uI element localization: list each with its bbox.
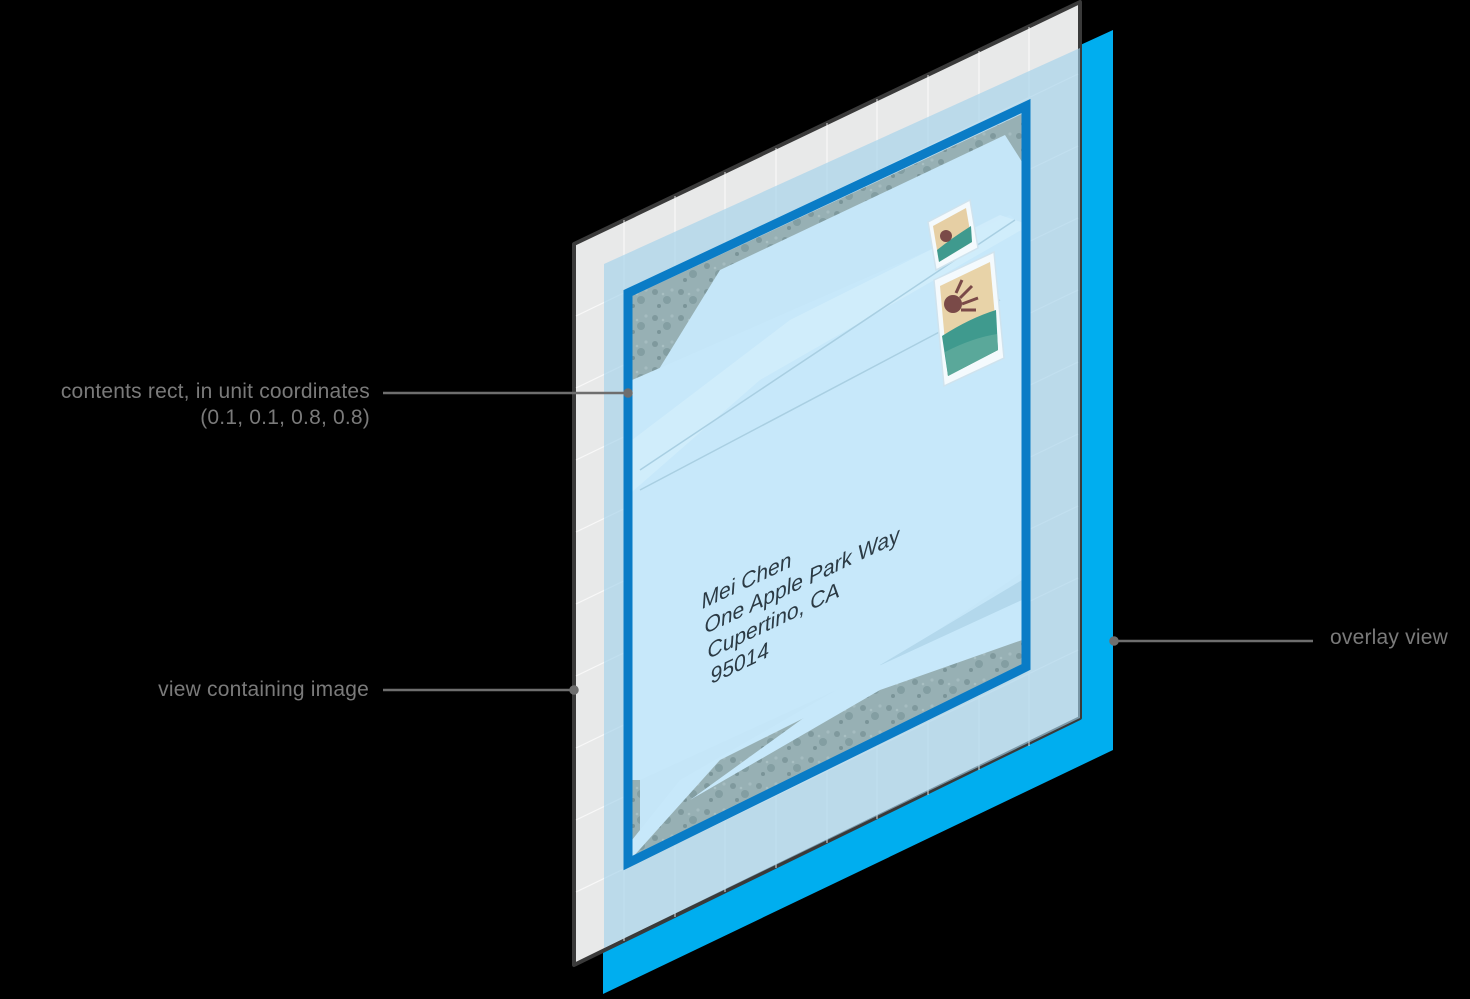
contents-image (632, 114, 1022, 858)
stamp-icon (927, 198, 979, 272)
contents-rect-label: contents rect, in unit coordinates (0.1,… (61, 379, 370, 431)
contents-rect-outline (623, 98, 1031, 871)
leader-lines (383, 388, 1313, 695)
overlay-view-label: overlay view (1330, 626, 1448, 649)
view-containing-image-label: view containing image (158, 678, 369, 701)
front-envelope (632, 215, 1022, 780)
contents-rect-label-line2: (0.1, 0.1, 0.8, 0.8) (200, 406, 370, 429)
contents-rect-label-line1: contents rect, in unit coordinates (60, 380, 370, 403)
stamp-icon (933, 250, 1005, 388)
